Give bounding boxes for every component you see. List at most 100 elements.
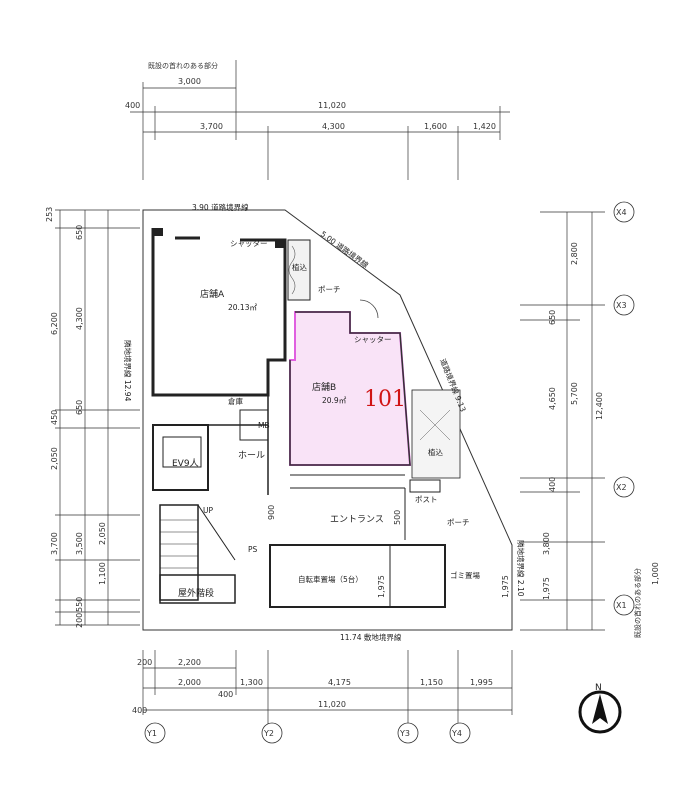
grid-y2: Y2 <box>263 729 274 738</box>
dim-left-450: 450 <box>50 410 59 425</box>
dim-right-2800: 2,800 <box>570 242 579 265</box>
dim-top-4300: 4,300 <box>322 122 345 131</box>
dim-bottom-400: 400 <box>218 690 233 699</box>
planting-east <box>411 389 461 479</box>
storage-label: 倉庫 <box>228 396 243 406</box>
boundary-west: 隣地境界線 12.94 <box>123 340 133 402</box>
grid-x <box>613 201 635 616</box>
dim-interior-1975: 1,975 <box>377 575 386 598</box>
garbage-label: ゴミ置場 <box>450 570 480 580</box>
right-dimension-labels: 2,800 650 4,650 400 3,800 1,975 5,700 1,… <box>542 242 660 600</box>
shop-b-wall <box>289 311 411 466</box>
porch-south-label: ポーチ <box>447 518 470 527</box>
dim-bottom-11020: 11,020 <box>318 700 346 709</box>
note-top-left: 既設の首れのある部分 <box>148 61 218 70</box>
dim-left-3700: 3,700 <box>50 532 59 555</box>
top-dimensions <box>130 60 510 180</box>
boundary-south: 11.74 敷地境界線 <box>340 632 402 642</box>
bicycle-label: 自転車置場（5台） <box>298 574 363 584</box>
dim-interior-900: 900 <box>267 505 276 520</box>
dim-top-1600: 1,600 <box>424 122 447 131</box>
left-dimension-labels: 253 6,200 450 2,050 3,700 550 200 650 4,… <box>45 207 107 628</box>
dim-right-1975: 1,975 <box>542 577 551 600</box>
note-bottom-right: 既設の首れのある部分 <box>633 568 642 638</box>
shop-b-area: 20.9㎡ <box>322 396 347 405</box>
dim-top-11020: 11,020 <box>318 101 346 110</box>
left-dimensions <box>55 209 140 626</box>
dim-right-650: 650 <box>548 310 557 325</box>
dim-interior-1975b: 1,975 <box>501 575 510 598</box>
porch-north-door <box>359 299 379 319</box>
dim-left-1100: 1,100 <box>98 562 107 585</box>
dim-left-200: 200 <box>75 613 84 628</box>
dim-bottom-1300: 1,300 <box>240 678 263 687</box>
shutter-label-1: シャッター <box>230 239 268 248</box>
dim-left-650: 650 <box>75 225 84 240</box>
dim-left-650b: 650 <box>75 400 84 415</box>
dim-bottom-4175: 4,175 <box>328 678 351 687</box>
mailbox-label: ポスト <box>415 495 438 504</box>
shop-a <box>151 228 287 397</box>
grid-y1: Y1 <box>146 729 157 738</box>
dim-left-550: 550 <box>75 597 84 612</box>
grid-x1: X1 <box>616 601 627 610</box>
dim-bottom-1995: 1,995 <box>470 678 493 687</box>
dim-bottom-400b: 400 <box>132 706 147 715</box>
hall-label: ホール <box>238 450 265 461</box>
boundary-southeast: 隣地境界線 2.10 <box>516 540 526 597</box>
right-dimensions <box>520 211 605 631</box>
boundary-northeast: 5.00 道路境界線 <box>319 229 371 271</box>
dim-right-400: 400 <box>548 477 557 492</box>
dim-left-6200: 6,200 <box>50 312 59 335</box>
planting-north: 植込 <box>292 262 307 272</box>
north-arrow-icon <box>578 690 622 734</box>
dim-left-3500: 3,500 <box>75 532 84 555</box>
mb-label: MB <box>258 421 270 430</box>
dim-left-2050b: 2,050 <box>98 522 107 545</box>
dim-right-12400: 12,400 <box>595 392 604 420</box>
dim-interior-500: 500 <box>393 510 402 525</box>
shop-a-area: 20.13㎡ <box>228 303 257 312</box>
shop-b-label: 店舗B <box>312 381 336 393</box>
dim-right-1000: 1,000 <box>651 562 660 585</box>
outdoor-stairs <box>159 504 236 604</box>
planting-east-label: 植込 <box>428 447 443 457</box>
dim-right-3800: 3,800 <box>542 532 551 555</box>
dim-top-1420: 1,420 <box>473 122 496 131</box>
dim-top-400: 400 <box>125 101 140 110</box>
entrance-label: エントランス <box>330 514 384 525</box>
entrance-area <box>290 474 441 540</box>
grid-x4: X4 <box>616 208 627 217</box>
porch-north-label: ポーチ <box>318 285 341 294</box>
shutter-label-2: シャッター <box>354 335 392 344</box>
bottom-dimensions <box>142 650 513 725</box>
compass-label: N <box>595 683 602 693</box>
unit-number: 101 <box>364 387 406 412</box>
dim-bottom-200: 200 <box>137 658 152 667</box>
dim-right-5700: 5,700 <box>570 382 579 405</box>
dim-bottom-1150: 1,150 <box>420 678 443 687</box>
site-boundary <box>142 209 513 631</box>
grid-y3: Y3 <box>399 729 410 738</box>
up-label: UP <box>203 506 213 515</box>
dim-bottom-2000: 2,000 <box>178 678 201 687</box>
ps-label: PS <box>248 545 258 554</box>
dim-right-4650: 4,650 <box>548 387 557 410</box>
stairs-label: 屋外階段 <box>178 587 214 599</box>
boundary-north: 3.90 道路境界線 <box>192 202 249 212</box>
shop-a-label: 店舗A <box>200 288 225 300</box>
grid-y <box>144 722 471 744</box>
dim-left-4300: 4,300 <box>75 307 84 330</box>
grid-y4: Y4 <box>451 729 462 738</box>
dim-bottom-2200: 2,200 <box>178 658 201 667</box>
dim-top-3000: 3,000 <box>178 77 201 86</box>
bicycle-parking <box>269 544 446 608</box>
dim-left-2050: 2,050 <box>50 447 59 470</box>
porch-north <box>287 239 311 301</box>
grid-x2: X2 <box>616 483 627 492</box>
dim-left-253: 253 <box>45 207 54 222</box>
dim-top-3700: 3,700 <box>200 122 223 131</box>
grid-x3: X3 <box>616 301 627 310</box>
elevator-label: EV9人 <box>172 458 199 469</box>
